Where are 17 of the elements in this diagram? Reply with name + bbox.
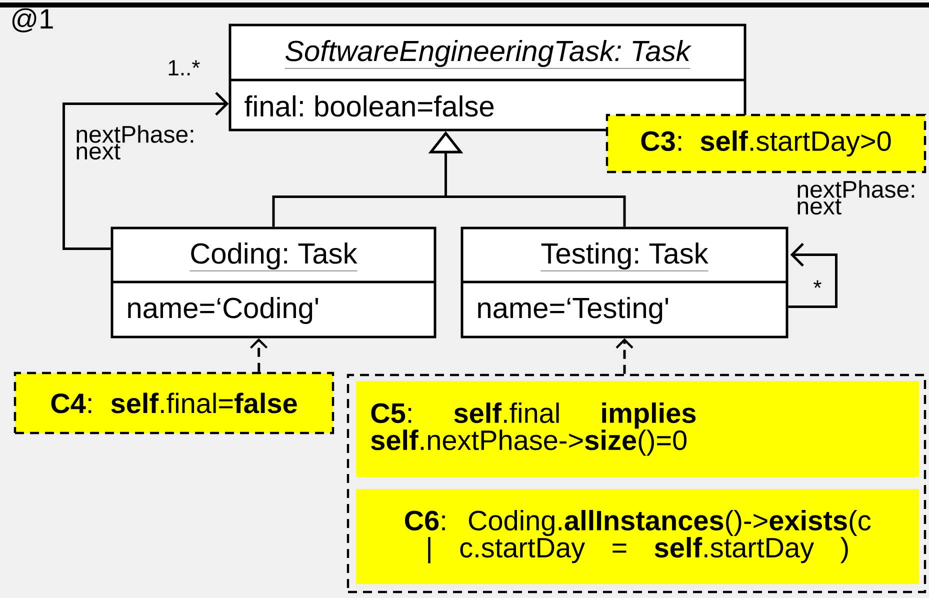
constraint-note: C5: self.final implies self.nextPhase->size()=0 [356,381,920,478]
constraint-group-box [346,374,926,594]
object-box: Coding: Task name=‘Coding' [110,226,436,338]
constraint-note: C3: self.startDay>0 [606,114,926,174]
constraint-note: C4: self.final=false [14,372,334,434]
multiplicity-label: 1..* [168,60,200,76]
role-label: nextPhase: next [76,125,194,160]
association-arrow [62,92,229,250]
constraint-arrow [250,338,268,372]
association-arrow [788,242,838,308]
diagram-label: @1 [12,8,53,32]
multiplicity-label: * [814,280,822,288]
object-box: Testing: Task name=‘Testing' [460,226,788,338]
constraint-arrow [616,338,634,374]
role-label: nextPhase: next [798,180,914,215]
constraint-note: C6: Coding.allInstances()->exists(c | c.startDay = self.startDay ) [356,489,920,584]
object-box: SoftwareEngineeringTask: Task final: boolean=false [228,24,746,132]
